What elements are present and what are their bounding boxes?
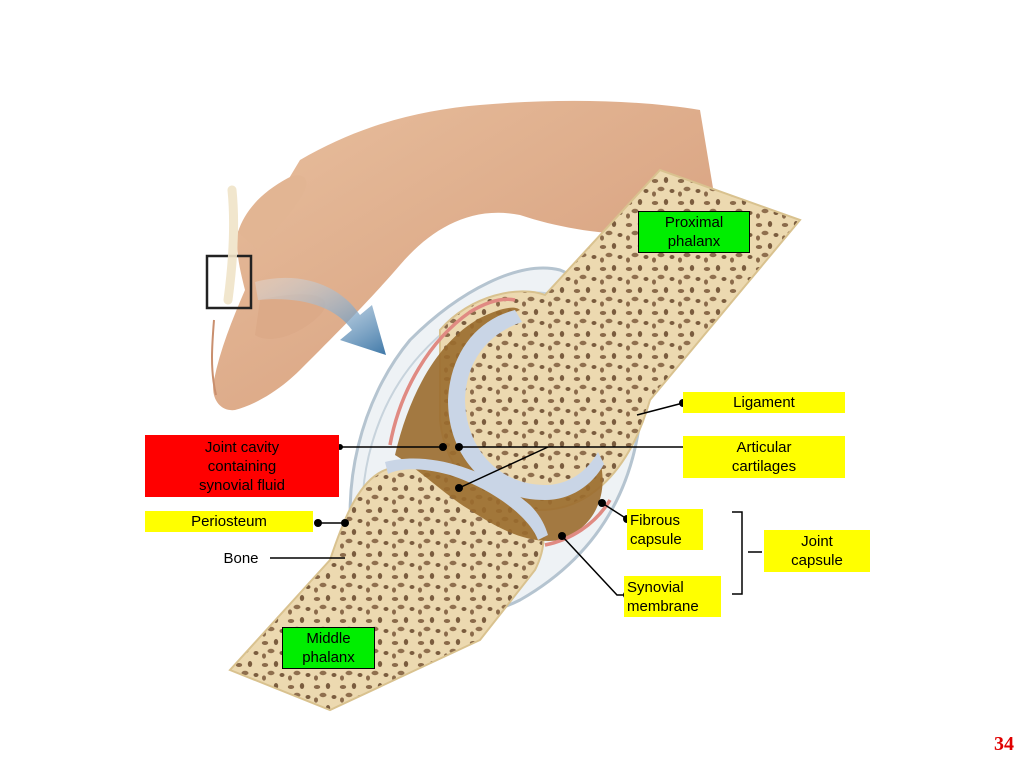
label-proximal-phalanx: Proximal phalanx <box>638 211 750 253</box>
joint-cavity-fluid <box>395 307 603 541</box>
label-joint-capsule: Joint capsule <box>764 530 870 572</box>
synovial-membrane-line <box>388 297 516 446</box>
hand-illustration <box>205 100 720 411</box>
direction-arrow <box>255 277 386 355</box>
label-middle-phalanx: Middle phalanx <box>282 627 375 669</box>
label-synovial-membrane: Synovial membrane <box>624 576 721 617</box>
label-periosteum: Periosteum <box>145 511 313 532</box>
label-ligament: Ligament <box>683 392 845 413</box>
label-joint-cavity: Joint cavity containing synovial fluid <box>145 435 339 497</box>
page-number: 34 <box>994 733 1014 755</box>
label-bone: Bone <box>223 550 259 567</box>
label-articular-cartilages: Articular cartilages <box>683 436 845 478</box>
label-fibrous-capsule: Fibrous capsule <box>627 509 703 550</box>
articular-cartilage-middle <box>385 458 548 540</box>
articular-cartilage-proximal <box>448 310 604 500</box>
